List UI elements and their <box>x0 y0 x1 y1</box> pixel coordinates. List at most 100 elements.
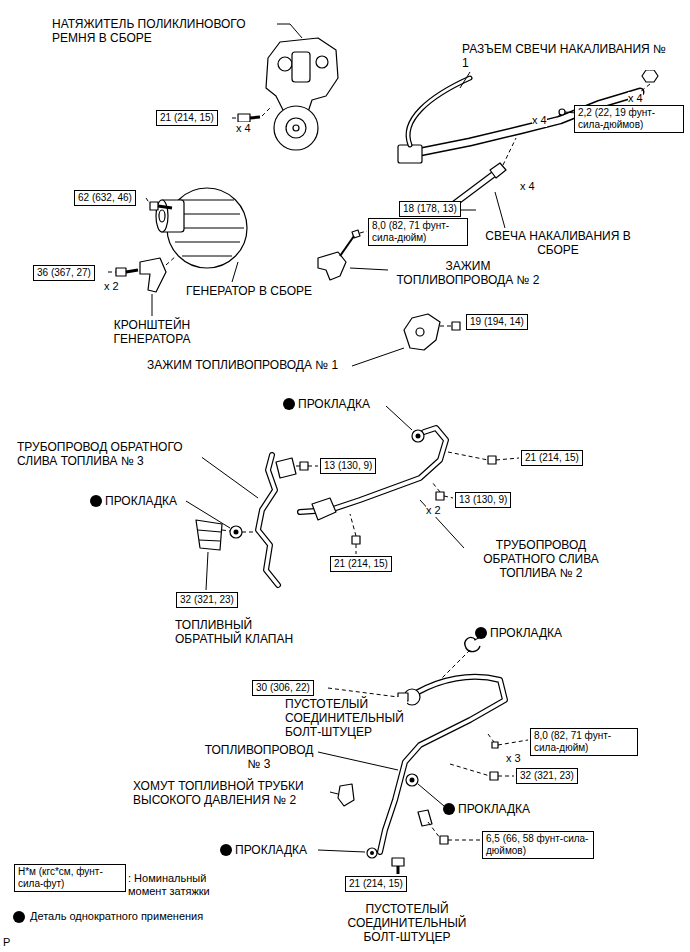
alternator <box>116 268 126 276</box>
part-name: ПРОКЛАДКА <box>490 626 562 640</box>
torque-value: 2,2 (22, 19 фунт-сила-дюймов) <box>578 107 680 131</box>
torque-box: 8,0 (82, 71 фунт-сила-дюйм) <box>368 218 468 246</box>
quantity-mark: x 3 <box>506 752 521 765</box>
fuel-return-pipe <box>300 428 446 512</box>
fuel-pipe <box>328 688 398 697</box>
belt-tensioner <box>293 125 299 131</box>
single-use-dot <box>443 803 455 815</box>
fuel-return-pipe <box>412 430 424 442</box>
torque-value: 19 (194, 14) <box>470 316 524 328</box>
single-use-dot <box>90 495 102 507</box>
fuel-return-valve <box>186 501 230 528</box>
fuel-pipe <box>428 822 480 840</box>
belt-tensioner <box>266 38 338 112</box>
legend-torque-box: Н*м (кгс*см, фунт-сила-фут) <box>14 864 126 892</box>
torque-box: 8,0 (82, 71 фунт-сила-дюйм) <box>530 728 638 756</box>
fuel-pipe <box>465 638 480 652</box>
torque-box: 6,5 (66, 58 фунт-сила-дюймов) <box>482 831 594 859</box>
glow-plug-connector <box>398 70 658 228</box>
quantity-mark: x 4 <box>628 92 643 105</box>
torque-value: 13 (130, 9) <box>324 460 372 472</box>
torque-box: 21 (214, 15) <box>156 110 218 126</box>
fuel-return-pipe <box>352 536 360 544</box>
alternator <box>126 270 138 272</box>
torque-value: 32 (321, 23) <box>520 770 574 782</box>
alternator <box>159 210 165 222</box>
fuel-return-valve <box>222 530 256 532</box>
torque-box: 62 (632, 46) <box>74 190 136 206</box>
fuel-return-pipe <box>350 514 356 554</box>
part-name: НАТЯЖИТЕЛЬ ПОЛИКЛИНОВОГО РЕМНЯ В СБОРЕ <box>52 17 277 45</box>
torque-value: 8,0 (82, 71 фунт-сила-дюйм) <box>372 220 464 244</box>
fuel-pipe <box>488 734 528 745</box>
part-name: КРОНШТЕЙН ГЕНЕРАТОРА <box>102 318 202 346</box>
fuel-pipe-clamp <box>440 326 452 327</box>
alternator <box>152 294 153 316</box>
part-name: : Номинальный момент затяжки <box>128 872 228 898</box>
torque-value: 62 (632, 46) <box>78 192 132 204</box>
fuel-return-pipe <box>416 434 421 439</box>
torque-box: 21 (214, 15) <box>521 450 583 466</box>
torque-box: 36 (367, 27) <box>33 265 95 281</box>
part-name: ТРУБОПРОВОД ОБРАТНОГО СЛИВА ТОПЛИВА № 2 <box>466 538 616 580</box>
fuel-pipe <box>440 836 448 844</box>
fuel-pipe <box>330 792 338 794</box>
alternator <box>158 206 172 208</box>
part-name: ПРОКЛАДКА <box>298 397 370 411</box>
fuel-return-valve <box>230 526 242 538</box>
torque-box: 13 (130, 9) <box>320 458 376 474</box>
fuel-pipe-clamp <box>452 322 460 330</box>
single-use-dot <box>283 398 295 410</box>
fuel-pipe-clamp <box>318 252 346 280</box>
torque-box: 19 (194, 14) <box>466 314 528 330</box>
fuel-pipe <box>397 866 400 874</box>
part-name: ЗАЖИМ ТОПЛИВОПРОВОДА № 1 <box>147 358 338 372</box>
fuel-pipe-clamp <box>360 231 367 233</box>
fuel-pipe-clamp <box>350 268 388 270</box>
glow-plug-connector <box>490 163 506 178</box>
fuel-return-pipe <box>300 406 519 554</box>
torque-value: 21 (214, 15) <box>349 878 403 890</box>
torque-value: 8,0 (82, 71 фунт-сила-дюйм) <box>534 730 634 754</box>
fuel-pipe <box>367 848 377 858</box>
belt-tensioner <box>278 57 292 71</box>
part-name: РАЗЪЕМ СВЕЧИ НАКАЛИВАНИЯ № 1 <box>462 42 667 70</box>
belt-tensioner <box>316 56 328 68</box>
alternator <box>140 258 166 292</box>
belt-tensioner <box>286 118 306 138</box>
fuel-pipe <box>418 810 432 826</box>
torque-box: 13 (130, 9) <box>455 492 511 508</box>
part-name: ПРОКЛАДКА <box>235 843 307 857</box>
belt-tensioner <box>274 106 318 150</box>
torque-value: 32 (321, 23) <box>180 594 234 606</box>
fuel-pipe <box>450 764 514 776</box>
alternator <box>232 262 238 282</box>
fuel-pipe <box>492 742 498 748</box>
part-name: ЗАЖИМ ТОПЛИВОПРОВОДА № 2 <box>390 259 546 287</box>
belt-tensioner <box>292 52 310 82</box>
fuel-pipe <box>318 752 398 770</box>
single-use-dot <box>475 627 487 639</box>
fuel-return-pipe <box>258 455 278 585</box>
fuel-return-pipe <box>448 452 519 460</box>
torque-box: 30 (306, 22) <box>252 680 314 696</box>
torque-box: 32 (321, 23) <box>516 768 578 784</box>
fuel-return-pipe <box>312 498 336 520</box>
belt-tensioner <box>262 106 272 116</box>
quantity-mark: x 4 <box>236 122 251 135</box>
fuel-pipe <box>418 784 444 806</box>
fuel-pipe <box>318 850 365 852</box>
part-name: ТОПЛИВОПРОВОД № 3 <box>200 743 318 771</box>
torque-box: 2,2 (22, 19 фунт-сила-дюймов) <box>574 105 684 133</box>
fuel-return-pipe <box>200 456 258 498</box>
single-use-dot <box>13 398 487 923</box>
fuel-return-valve <box>196 520 222 550</box>
legend-text: Деталь однократного применения <box>30 910 203 923</box>
fuel-pipe-clamp <box>416 328 424 336</box>
glow-plug-connector <box>408 78 470 145</box>
fuel-pipe <box>338 784 354 806</box>
glow-plug-connector <box>408 78 470 145</box>
fuel-return-pipe <box>258 455 278 585</box>
belt-tensioner <box>238 114 250 122</box>
